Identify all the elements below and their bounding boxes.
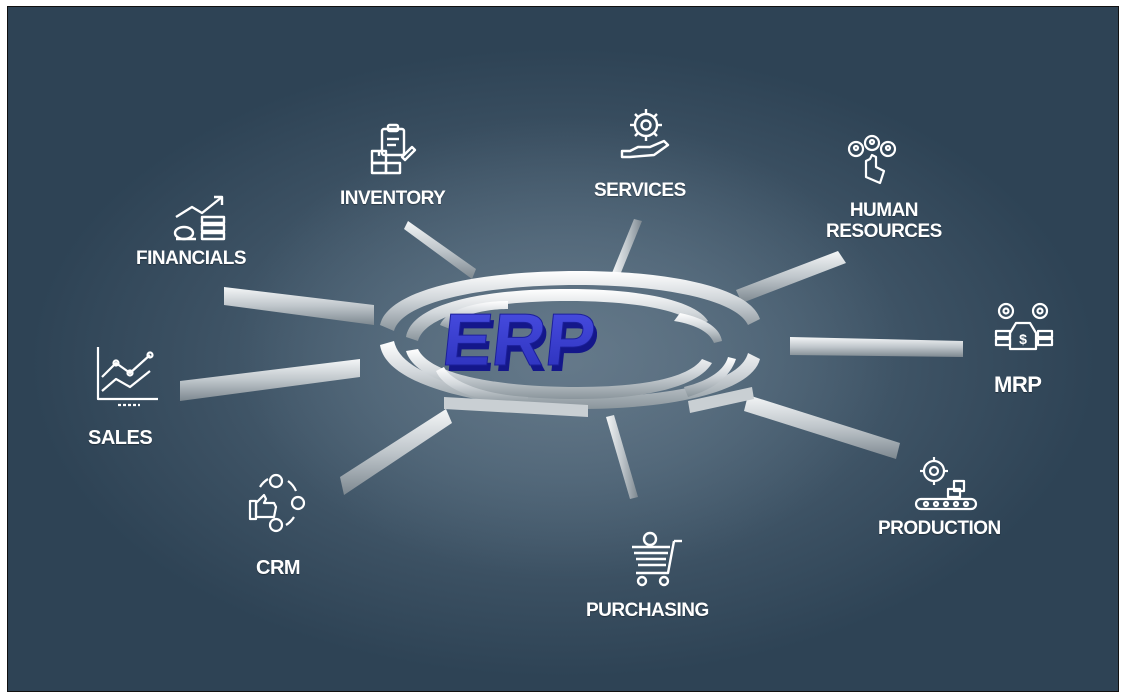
line-chart-icon [96,347,158,407]
center-rings [380,271,760,417]
erp-diagram: ERP ERP [96,109,1054,587]
beam-production [744,395,900,459]
beam-services [612,219,642,275]
gears-money-icon: $ [994,302,1054,351]
growth-chart-coins-icon [173,195,226,241]
connector-beams [180,219,963,499]
label-human-resources-line2: RESOURCES [826,220,942,242]
people-network-icon [847,134,897,185]
label-mrp: MRP [994,372,1042,397]
label-financials: FINANCIALS [136,248,247,269]
beam-human-resources [736,251,846,303]
beam-inventory [404,221,476,279]
label-inventory: INVENTORY [340,188,446,209]
center-glow [238,117,898,577]
middle-ring-top [406,289,708,341]
outer-ring-top [380,271,760,331]
label-purchasing: PURCHASING [586,600,709,621]
thumbs-up-cycle-icon [248,473,306,533]
label-services: SERVICES [594,180,686,201]
label-crm: CRM [256,557,301,579]
erp-logo: ERP ERP [438,298,603,387]
diagram-frame: ERP ERP [7,6,1119,692]
base-slab-bottom [444,397,588,417]
erp-text-shadow: ERP [442,304,603,387]
beam-sales [180,359,360,401]
base-slab-right [688,387,754,413]
middle-ring-bottom [406,349,712,399]
svg-text:$: $ [1019,331,1027,347]
inner-ring-left [440,301,508,329]
shopping-cart-icon [632,531,682,587]
beam-financials [224,287,374,325]
beam-mrp [790,337,963,357]
label-sales: SALES [88,427,153,449]
beam-crm [340,409,452,495]
inner-ring-bottom-left [436,367,528,405]
inner-ring-right [674,313,722,343]
label-human-resources-line1: HUMAN [849,200,919,221]
beam-purchasing [606,415,638,499]
erp-title: ERP [439,298,600,381]
label-human-resources: HUMAN RESOURCES [826,200,942,243]
gear-hand-icon [620,109,670,159]
gear-conveyor-icon [914,457,978,511]
inner-ring-bottom-right [684,357,736,397]
label-production: PRODUCTION [878,518,1001,539]
clipboard-boxes-icon [370,123,417,175]
